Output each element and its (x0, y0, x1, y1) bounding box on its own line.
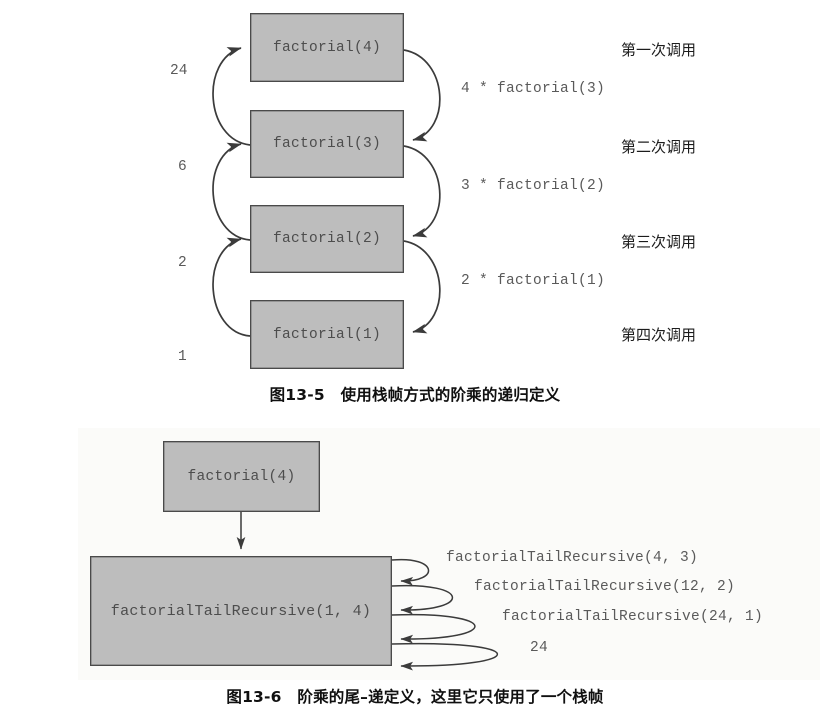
entry-frame-label: factorial(4) (187, 468, 296, 485)
call-order-label-3: 第三次调用 (621, 233, 697, 251)
figure-13-5: factorial(4) factorial(3) factorial(2) f… (170, 13, 697, 404)
figure-13-6: factorial(4) factorialTailRecursive(1, 4… (0, 420, 830, 716)
loop-label-result-24: 24 (530, 640, 549, 656)
loop-label-4-3: factorialTailRecursive(4, 3) (446, 550, 699, 566)
call-order-label-2: 第二次调用 (621, 138, 697, 156)
call-expression-4-factorial-3: 4 * factorial(3) (461, 81, 606, 97)
return-value-1: 1 (178, 349, 187, 365)
stack-frame-label: factorial(3) (272, 136, 382, 152)
figure-13-6-caption: 图13-6 阶乘的尾–递定义，这里它只使用了一个栈帧 (226, 688, 604, 706)
return-value-2: 2 (178, 255, 187, 271)
tail-recursive-frame: factorialTailRecursive(1, 4) (90, 556, 392, 666)
loop-label-24-1: factorialTailRecursive(24, 1) (502, 609, 764, 625)
call-expression-3-factorial-2: 3 * factorial(2) (461, 178, 606, 194)
stack-frame-factorial-1: factorial(1) (250, 300, 404, 369)
stack-frame-label: factorial(1) (272, 326, 382, 343)
return-value-6: 6 (178, 159, 187, 175)
stack-frame-factorial-4: factorial(4) (250, 13, 404, 82)
stack-frame-factorial-3: factorial(3) (250, 110, 404, 178)
stack-frame-label: factorial(4) (272, 39, 382, 56)
stack-frame-label: factorial(2) (272, 231, 382, 247)
call-expression-2-factorial-1: 2 * factorial(1) (461, 273, 606, 289)
return-value-24: 24 (170, 63, 188, 79)
call-order-label-4: 第四次调用 (621, 326, 697, 344)
loop-label-12-2: factorialTailRecursive(12, 2) (474, 579, 736, 595)
call-order-label-1: 第一次调用 (621, 41, 697, 59)
figure-13-5-caption: 图13-5 使用栈帧方式的阶乘的递归定义 (269, 386, 561, 404)
stack-frame-factorial-2: factorial(2) (250, 205, 404, 273)
entry-frame-factorial-4: factorial(4) (163, 441, 320, 512)
tail-recursive-frame-label: factorialTailRecursive(1, 4) (110, 602, 372, 620)
